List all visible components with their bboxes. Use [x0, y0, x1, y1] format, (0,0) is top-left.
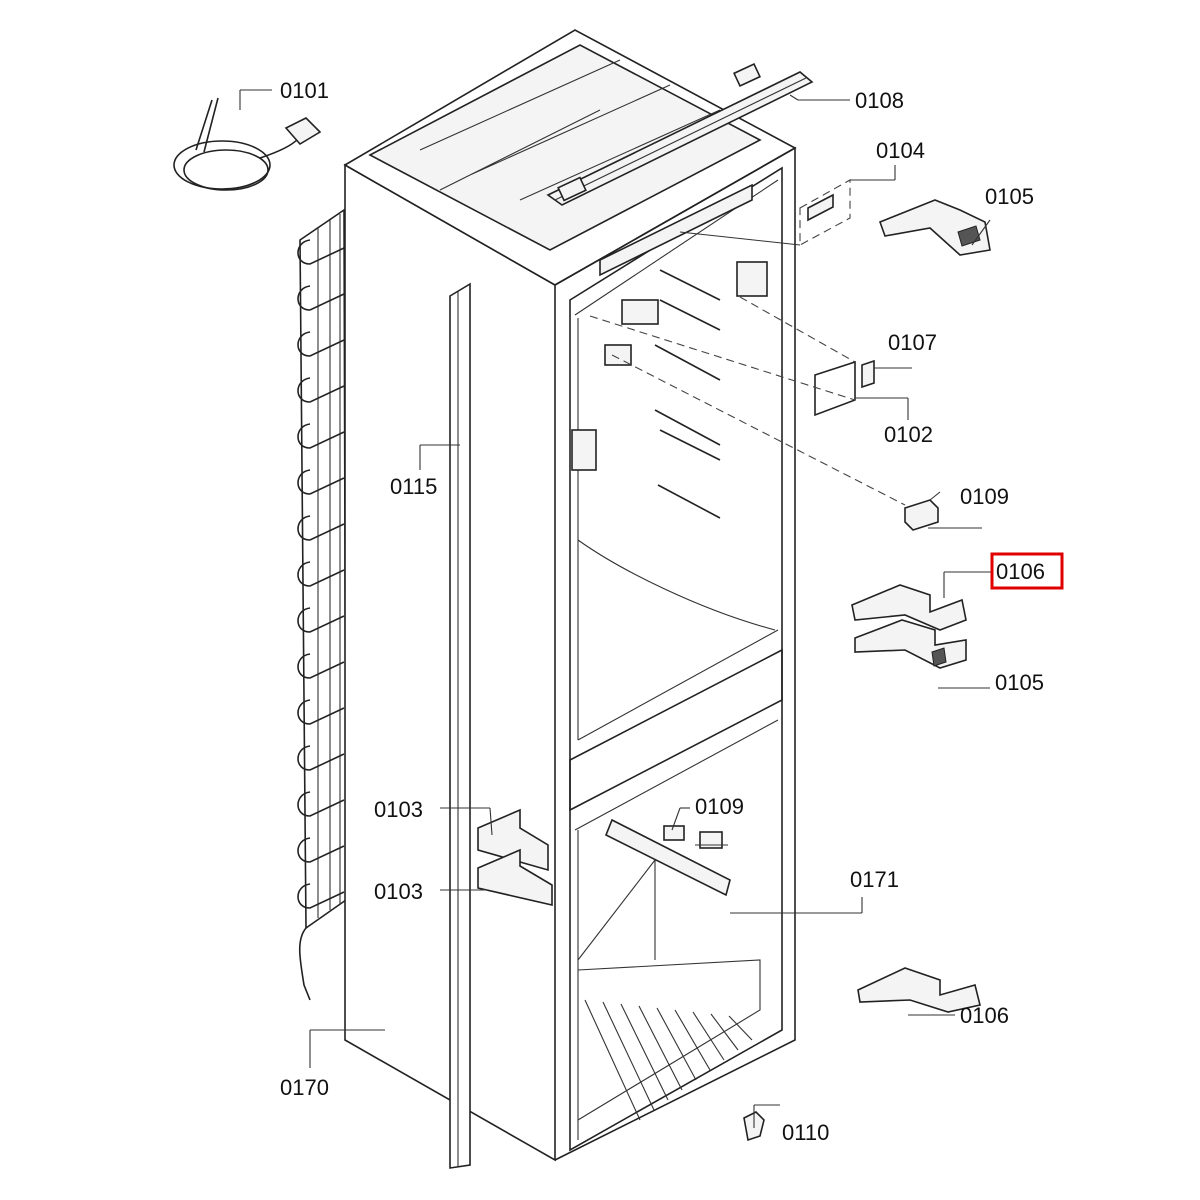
cabinet-body	[343, 29, 814, 1162]
label-0170: 0170	[280, 1075, 329, 1100]
hinge-0106-bottom	[857, 967, 981, 1016]
label-0108: 0108	[855, 88, 904, 113]
condenser-coil	[297, 208, 347, 1001]
label-0109-top: 0109	[960, 484, 1009, 509]
parts-0107-0102	[814, 359, 912, 420]
label-0102: 0102	[884, 422, 933, 447]
label-0171: 0171	[850, 867, 899, 892]
label-0110: 0110	[782, 1120, 829, 1145]
label-0106-bottom: 0106	[960, 1003, 1009, 1028]
hinge-0105-top	[878, 199, 991, 256]
label-0101: 0101	[280, 78, 329, 103]
leader-lines	[309, 94, 863, 1128]
label-0105-mid: 0105	[995, 670, 1044, 695]
label-0115: 0115	[390, 474, 437, 499]
lower-hinges	[477, 808, 553, 907]
highlight-box-0106	[990, 552, 1064, 590]
hinges-0106-0105	[851, 571, 992, 689]
label-0106-highlighted: 0106	[996, 559, 1045, 584]
label-0104: 0104	[876, 138, 925, 163]
label-0105-top: 0105	[985, 184, 1034, 209]
label-0103-lower: 0103	[374, 879, 423, 904]
part-0109-top	[904, 491, 982, 531]
label-0109-lower: 0109	[695, 794, 744, 819]
door-seal-strip	[449, 282, 471, 1169]
power-cable-0101	[173, 89, 322, 191]
part-0104	[799, 165, 896, 246]
label-0103-upper: 0103	[374, 797, 423, 822]
label-0107: 0107	[888, 330, 937, 355]
